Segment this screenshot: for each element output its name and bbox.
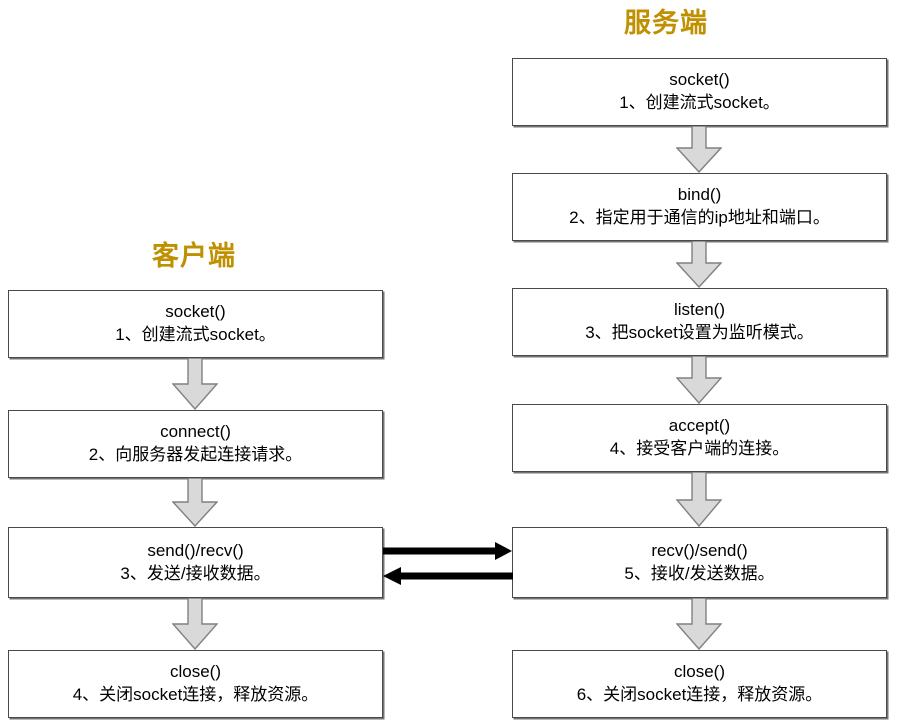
- step-description: 3、发送/接收数据。: [120, 563, 271, 583]
- client-step-close[interactable]: close() 4、关闭socket连接，释放资源。: [8, 650, 383, 718]
- step-description: 1、创建流式socket。: [115, 325, 276, 344]
- step-function-name: close(): [673, 662, 725, 681]
- step-function-name: accept(): [668, 416, 731, 435]
- step-description: 1、创建流式socket。: [619, 93, 780, 112]
- step-function-name: socket(): [165, 302, 226, 321]
- server-arrow-accept-to-recv: [676, 472, 722, 527]
- exchange-arrow-client-to-server: [383, 540, 513, 560]
- step-function-name: recv()/send(): [651, 540, 748, 560]
- step-description: 4、关闭socket连接，释放资源。: [72, 685, 319, 704]
- client-step-connect[interactable]: connect() 2、向服务器发起连接请求。: [8, 410, 383, 478]
- step-description: 3、把socket设置为监听模式。: [585, 323, 814, 342]
- server-step-socket[interactable]: socket() 1、创建流式socket。: [512, 58, 887, 126]
- step-description: 2、向服务器发起连接请求。: [88, 445, 303, 464]
- step-function-name: close(): [169, 662, 221, 681]
- step-function-name: listen(): [673, 300, 725, 319]
- server-arrow-listen-to-accept: [676, 356, 722, 404]
- step-description: 6、关闭socket连接，释放资源。: [576, 685, 823, 704]
- client-step-send-recv[interactable]: send()/recv() 3、发送/接收数据。: [8, 527, 383, 598]
- client-column-title: 客户端: [152, 241, 236, 271]
- server-step-bind[interactable]: bind() 2、指定用于通信的ip地址和端口。: [512, 173, 887, 241]
- server-arrow-bind-to-listen: [676, 241, 722, 288]
- client-arrow-send-to-close: [172, 598, 218, 650]
- client-step-socket[interactable]: socket() 1、创建流式socket。: [8, 290, 383, 358]
- step-function-name: connect(): [160, 422, 231, 441]
- server-step-accept[interactable]: accept() 4、接受客户端的连接。: [512, 404, 887, 472]
- server-step-recv-send[interactable]: recv()/send() 5、接收/发送数据。: [512, 527, 887, 598]
- step-function-name: bind(): [677, 185, 722, 204]
- client-arrow-socket-to-connect: [172, 358, 218, 410]
- server-arrow-recv-to-close: [676, 598, 722, 650]
- server-step-close[interactable]: close() 6、关闭socket连接，释放资源。: [512, 650, 887, 718]
- server-arrow-socket-to-bind: [676, 126, 722, 173]
- client-arrow-connect-to-send: [172, 478, 218, 527]
- server-column-title: 服务端: [624, 8, 708, 38]
- step-function-name: send()/recv(): [147, 540, 244, 560]
- step-function-name: socket(): [669, 70, 730, 89]
- step-description: 2、指定用于通信的ip地址和端口。: [569, 208, 830, 227]
- step-description: 4、接受客户端的连接。: [609, 439, 790, 458]
- step-description: 5、接收/发送数据。: [624, 563, 775, 583]
- exchange-arrow-server-to-client: [383, 566, 513, 586]
- server-step-listen[interactable]: listen() 3、把socket设置为监听模式。: [512, 288, 887, 356]
